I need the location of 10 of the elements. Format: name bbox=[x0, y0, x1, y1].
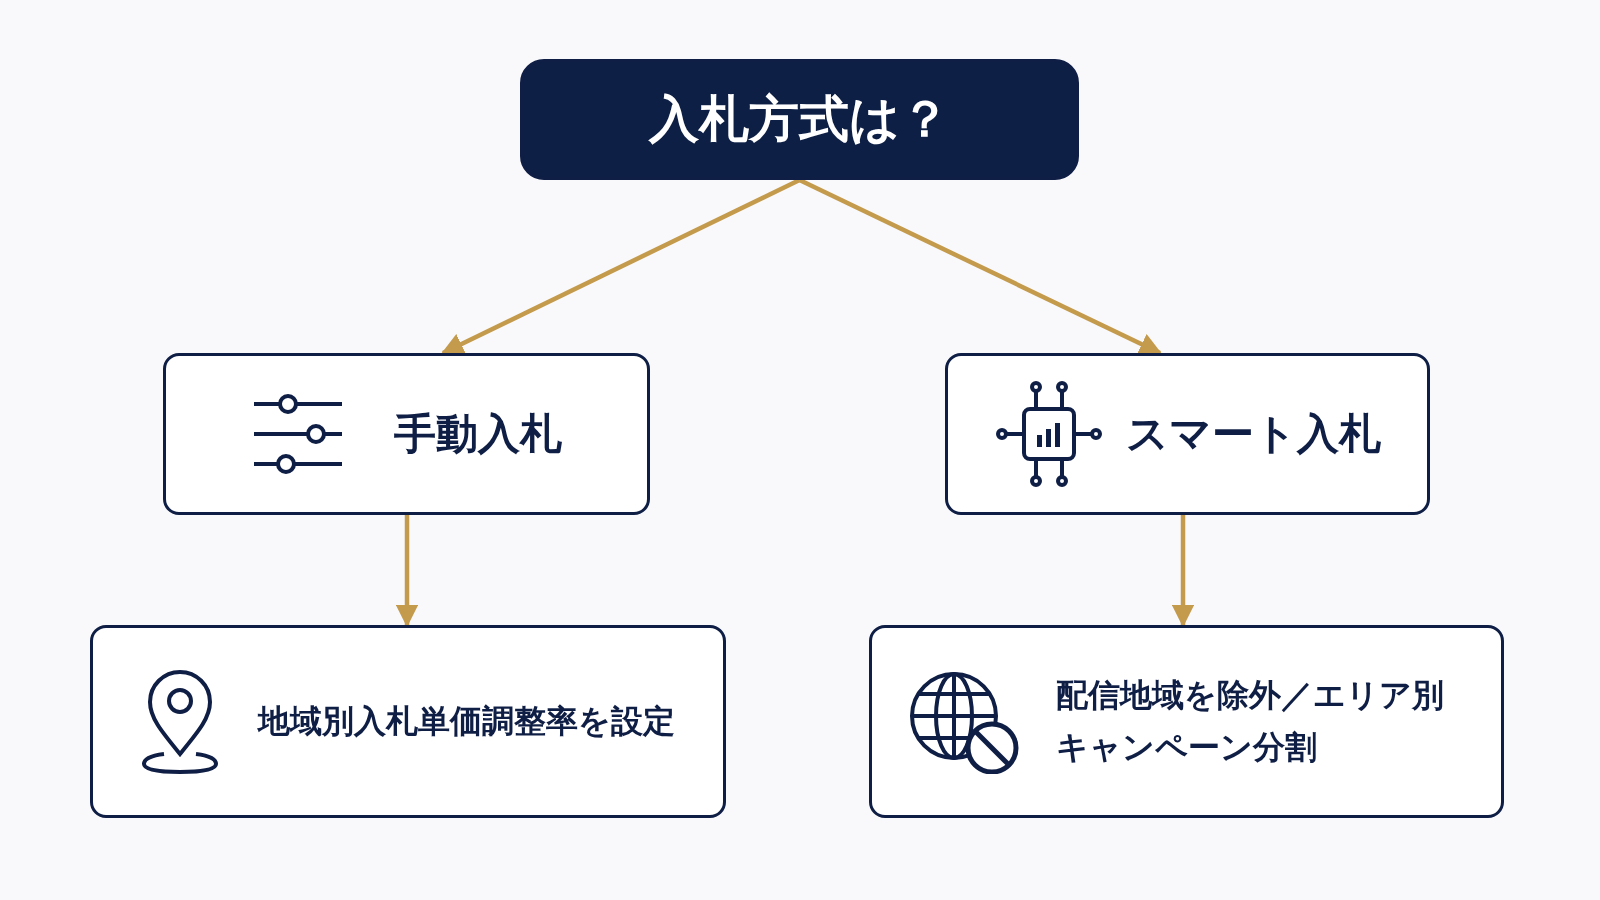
action-text: 配信地域を除外／エリア別キャンペーン分割 bbox=[1055, 675, 1445, 768]
option-box bbox=[163, 353, 650, 515]
question-box bbox=[520, 59, 1079, 180]
question-text: 入札方式は？ bbox=[649, 89, 950, 150]
action-text: 地域別入札単価調整率を設定 bbox=[257, 700, 675, 742]
option-box bbox=[945, 353, 1430, 515]
action-box bbox=[869, 625, 1504, 818]
option-label: スマート入札 bbox=[1126, 408, 1381, 460]
action-box bbox=[90, 625, 726, 818]
option-label: 手動入札 bbox=[393, 408, 562, 460]
